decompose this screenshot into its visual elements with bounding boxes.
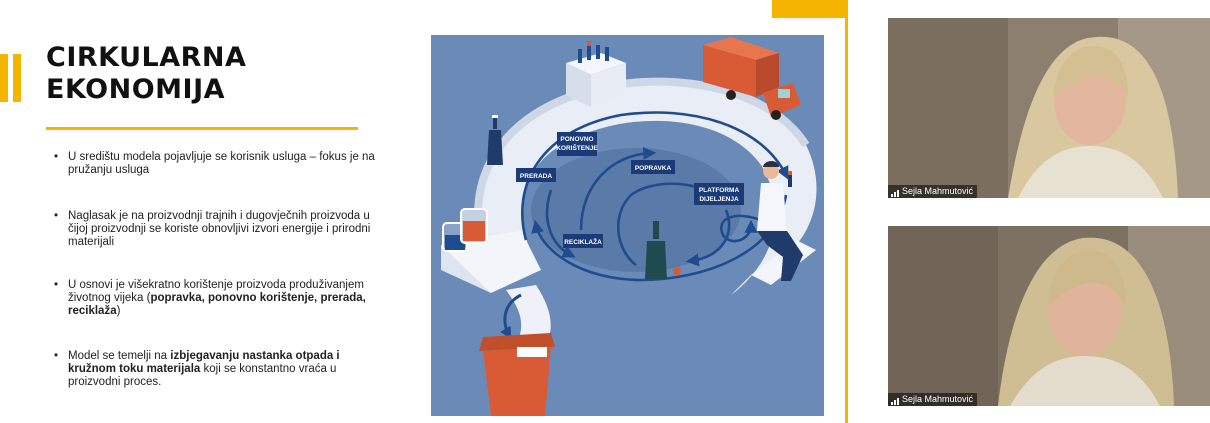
signal-strength-icon (891, 397, 899, 405)
participant-video-tile[interactable]: Sejla Mahmutović (888, 18, 1210, 198)
participant-name-tag: Sejla Mahmutović (888, 185, 978, 198)
illustration-accent-side (845, 0, 848, 423)
bullet-text: ) (116, 305, 121, 317)
label-reciklaza-text: RECIKLAŽA (564, 237, 602, 246)
bullet-bold-text: izbjegavanju nastanka otpada i kružnom t… (68, 350, 340, 375)
bullet-item: U osnovi je višekratno korištenje proizv… (54, 279, 384, 318)
bullet-text: Naglasak je na proizvodnji trajnih i dug… (68, 210, 371, 248)
participant-video-panel: Sejla Mahmutović Sejla Mahmutović (848, 0, 1210, 423)
participant-video-tile[interactable]: Sejla Mahmutović (888, 226, 1210, 406)
circular-economy-diagram: PONOVNO KORIŠTENJE PRERADA POPRAVKA PLAT… (441, 37, 817, 416)
bullet-item: U središtu modela pojavljuje se korisnik… (54, 151, 384, 177)
trash-bin (479, 333, 555, 416)
label-popravka: POPRAVKA (631, 160, 675, 174)
waste-arrow (500, 293, 522, 340)
title-accent-bar-left (0, 54, 8, 102)
slide-title: CIRKULARNA EKONOMIJA (46, 42, 246, 106)
label-prerada: PRERADA (516, 168, 556, 182)
bullet-list: U središtu modela pojavljuje se korisnik… (54, 151, 384, 389)
label-reciklaza: RECIKLAŽA (563, 234, 603, 248)
participant-video-feed (888, 226, 1210, 406)
label-ponovno-koristenje: PONOVNO KORIŠTENJE (556, 132, 598, 156)
bullet-text: Model se temelji na (68, 350, 171, 362)
circular-economy-illustration: PONOVNO KORIŠTENJE PRERADA POPRAVKA PLAT… (410, 18, 845, 423)
blue-bottle (487, 115, 503, 165)
slide-title-line-1: CIRKULARNA (46, 42, 247, 73)
bullet-item: Naglasak je na proizvodnji trajnih i dug… (54, 210, 384, 249)
slide-title-line-2: EKONOMIJA (46, 74, 226, 105)
green-bottle (645, 221, 681, 279)
label-platforma-line1: PLATFORMA (699, 187, 740, 194)
bullet-text: koji se konstantno vraća u proizvodni pr… (68, 363, 337, 388)
label-platforma-dijeljenja: PLATFORMA DIJELJENJA (694, 183, 744, 205)
participant-name-tag: Sejla Mahmutović (888, 393, 978, 406)
bullet-text: U središtu modela pojavljuje se korisnik… (68, 151, 375, 176)
participant-name: Sejla Mahmutović (902, 186, 974, 196)
label-popravka-text: POPRAVKA (635, 165, 672, 172)
bottle-crate (566, 41, 626, 107)
label-prerada-text: PRERADA (520, 173, 552, 180)
participant-name: Sejla Mahmutović (902, 394, 974, 404)
bullet-text: U osnovi je višekratno korištenje proizv… (68, 279, 364, 304)
bullet-bold-text: popravka, ponovno korištenje, prerada, r… (68, 292, 366, 317)
presentation-slide: CIRKULARNA EKONOMIJA U središtu modela p… (0, 0, 848, 423)
glass-jars (442, 208, 488, 252)
signal-strength-icon (891, 189, 899, 197)
illustration-accent-top (772, 0, 848, 18)
title-underline (46, 127, 358, 130)
title-accent-bar-right (13, 54, 21, 102)
label-ponovno-line2: KORIŠTENJE (556, 143, 598, 152)
delivery-truck (703, 37, 801, 120)
participant-video-feed (888, 18, 1210, 198)
label-ponovno-line1: PONOVNO (560, 136, 593, 143)
person-figure (757, 161, 803, 281)
illustration-canvas: PONOVNO KORIŠTENJE PRERADA POPRAVKA PLAT… (431, 35, 824, 416)
label-platforma-line2: DIJELJENJA (699, 196, 739, 203)
bullet-item: Model se temelji na izbjegavanju nastank… (54, 350, 384, 389)
